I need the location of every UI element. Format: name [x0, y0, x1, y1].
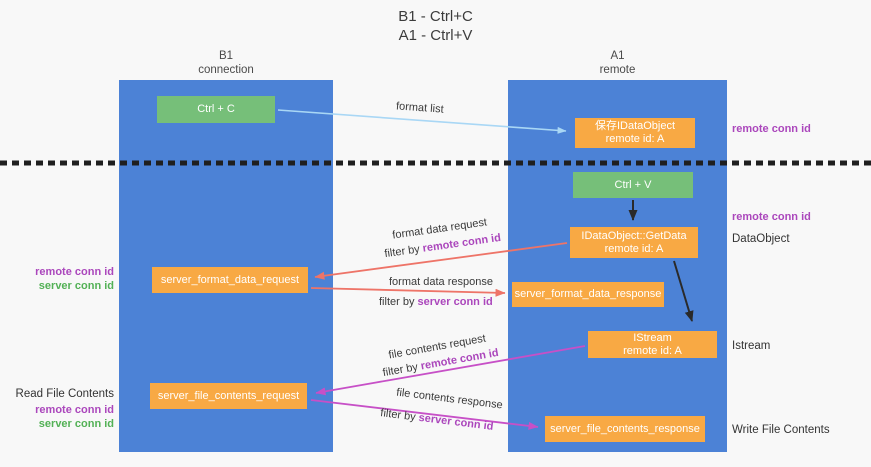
lane-b1-role: connection: [198, 64, 254, 76]
remote-conn-id-annotation-top: remote conn id: [732, 123, 811, 135]
write-file-contents-annotation: Write File Contents: [732, 424, 830, 436]
format-response-label: server_format_data_response: [514, 288, 662, 300]
file-contents-response-label: file contents response: [395, 386, 504, 412]
filter-by-text: filter by: [379, 296, 415, 308]
format-request-label: server_format_data_request: [160, 273, 300, 286]
node-idataobject-getdata: IDataObject::GetData remote id: A: [570, 227, 698, 258]
filter-by-text: filter by: [381, 361, 419, 380]
filter-by-server-label-2: filter by server conn id: [380, 407, 494, 433]
getdata-line2: remote id: A: [604, 242, 664, 255]
remote-conn-id-annotation-mid: remote conn id: [732, 211, 811, 223]
node-ctrl-c: Ctrl + C: [157, 96, 275, 123]
server-conn-id-annotation-left-2: server conn id: [38, 418, 114, 430]
filter-by-text: filter by: [383, 243, 421, 261]
ctrl-v-label: Ctrl + V: [614, 178, 652, 191]
filter-by-server-label-1: filter by server conn id: [379, 296, 493, 308]
read-file-contents-annotation: Read File Contents: [15, 388, 114, 400]
node-ctrl-v: Ctrl + V: [573, 172, 693, 198]
server-conn-id-text: server conn id: [417, 296, 493, 308]
title-line-2: A1 - Ctrl+V: [398, 27, 473, 44]
getdata-line1: IDataObject::GetData: [581, 229, 687, 242]
title-line-1: B1 - Ctrl+C: [398, 8, 473, 25]
format-data-response-arrow: [310, 287, 506, 297]
format-list-label: format list: [395, 100, 445, 116]
node-save-idataobject: 保存IDataObject remote id: A: [575, 118, 695, 148]
lane-header-b1: B1 connection: [119, 49, 333, 77]
ctrl-c-label: Ctrl + C: [197, 103, 235, 115]
node-server-format-data-request: server_format_data_request: [152, 267, 308, 293]
node-istream: IStream remote id: A: [588, 331, 717, 358]
save-idataobject-line1: 保存IDataObject: [594, 120, 676, 132]
file-response-label: server_file_contents_response: [550, 422, 700, 435]
node-server-format-data-response: server_format_data_response: [512, 282, 664, 307]
remote-conn-id-annotation-left-1: remote conn id: [35, 266, 114, 278]
lane-a1-name: A1: [610, 50, 625, 62]
server-conn-id-text: server conn id: [417, 411, 495, 433]
file-request-label: server_file_contents_request: [157, 389, 300, 402]
node-server-file-contents-request: server_file_contents_request: [150, 383, 307, 409]
lane-header-a1: A1 remote: [508, 49, 727, 77]
node-server-file-contents-response: server_file_contents_response: [545, 416, 705, 442]
conn-id-annotation-group-1: remote conn id server conn id: [0, 265, 114, 293]
lane-b1-name: B1: [218, 50, 234, 62]
istream-line1: IStream: [633, 331, 672, 344]
conn-id-annotation-group-2: remote conn id server conn id: [0, 403, 114, 431]
dataobject-annotation: DataObject: [732, 233, 790, 245]
diagram-title: B1 - Ctrl+C A1 - Ctrl+V: [0, 7, 871, 45]
save-idataobject-line2: remote id: A: [605, 133, 665, 145]
lane-a1-role: remote: [599, 64, 636, 76]
server-conn-id-annotation-left-1: server conn id: [38, 280, 114, 292]
format-data-response-label: format data response: [389, 276, 493, 288]
remote-conn-id-annotation-left-2: remote conn id: [35, 404, 114, 416]
istream-line2: remote id: A: [623, 344, 682, 357]
istream-annotation: Istream: [732, 340, 771, 352]
filter-by-text: filter by: [379, 407, 417, 424]
